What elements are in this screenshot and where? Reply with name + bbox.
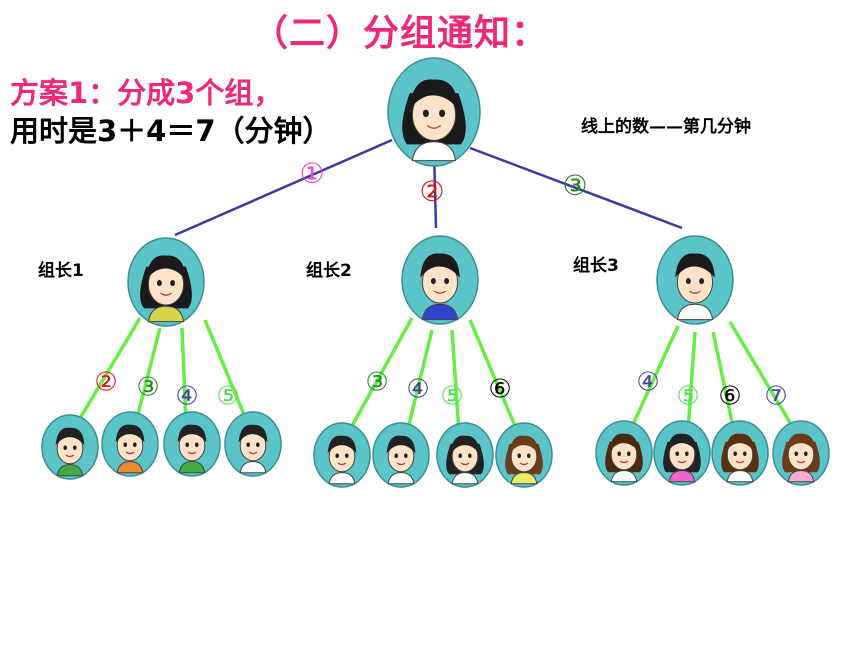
leader-1-avatar: [127, 237, 205, 327]
member-avatar-1-4: [224, 411, 282, 477]
member-avatar-2-2: [372, 422, 430, 488]
teacher-line-1: [174, 138, 393, 237]
avatars: [41, 57, 830, 488]
member-line-label-1-1: ②: [94, 368, 117, 398]
member-avatar-3-1: [595, 420, 653, 486]
member-line-2-1: [346, 317, 414, 434]
member-line-3-3: [711, 331, 736, 432]
teacher-line-label-3: ③: [562, 169, 587, 202]
member-line-2-3: [450, 329, 461, 434]
plan-description: 方案1：分成3个组，: [10, 76, 283, 110]
member-line-label-2-4: ⑥: [488, 375, 511, 405]
member-line-label-1-2: ③: [136, 373, 159, 403]
member-avatar-2-1: [313, 422, 371, 488]
member-avatar-2-3: [436, 422, 494, 488]
leader-3-avatar: [656, 235, 734, 325]
member-line-label-3-4: ⑦: [764, 382, 787, 412]
member-avatar-1-3: [163, 411, 221, 477]
member-line-1-2: [134, 327, 162, 423]
member-line-3-2: [686, 331, 697, 432]
member-line-label-2-2: ④: [406, 375, 429, 405]
member-line-1-4: [203, 319, 249, 423]
leader-2-avatar: [401, 235, 479, 325]
leader-label-2: 组长2: [306, 261, 352, 281]
leader-label-1: 组长1: [38, 261, 84, 281]
teacher-line-3: [469, 146, 683, 230]
member-line-label-2-1: ③: [365, 368, 388, 398]
member-avatar-3-4: [772, 420, 830, 486]
connection-lines: [74, 138, 797, 434]
member-avatar-2-4: [495, 422, 553, 488]
member-line-2-2: [405, 329, 434, 434]
teacher-avatar: [387, 57, 481, 167]
member-line-label-3-1: ④: [636, 368, 659, 398]
member-line-label-1-4: ⑤: [216, 382, 239, 412]
member-line-label-3-3: ⑥: [718, 382, 741, 412]
page-title: （二）分组通知：: [251, 13, 548, 54]
leader-label-3: 组长3: [573, 256, 619, 276]
member-line-3-4: [728, 321, 797, 432]
legend-note: 线上的数——第几分钟: [581, 117, 751, 137]
member-line-1-3: [180, 327, 188, 423]
member-avatar-3-2: [653, 420, 711, 486]
member-line-3-1: [628, 325, 680, 432]
member-line-1-1: [74, 317, 142, 426]
plan-time-formula: 用时是3＋4＝7（分钟）: [10, 114, 332, 148]
member-avatar-1-1: [41, 414, 99, 480]
teacher-line-label-1: ①: [299, 157, 324, 190]
member-line-label-3-2: ⑤: [676, 382, 699, 412]
member-line-label-1-3: ④: [175, 382, 198, 412]
member-avatar-1-2: [101, 411, 159, 477]
teacher-line-label-2: ②: [419, 175, 444, 208]
member-line-label-2-3: ⑤: [440, 382, 463, 412]
member-line-2-4: [468, 319, 520, 434]
member-avatar-3-3: [711, 420, 769, 486]
